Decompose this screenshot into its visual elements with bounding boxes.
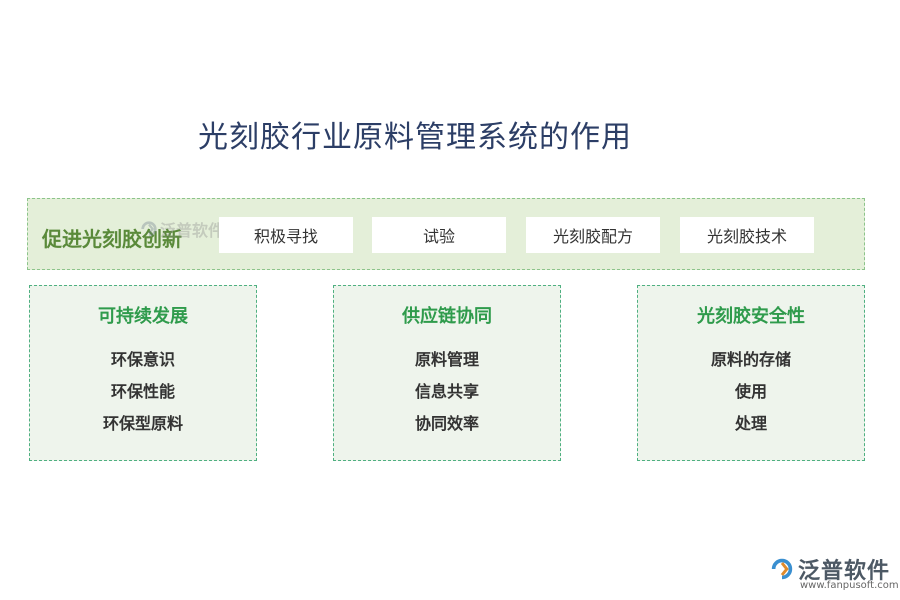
pill-3: 光刻胶技术: [680, 217, 814, 253]
card-title: 光刻胶安全性: [697, 306, 805, 327]
fanpu-logo-icon: [141, 221, 157, 237]
card-item: 原料的存储: [710, 350, 791, 369]
pill-2: 光刻胶配方: [526, 217, 660, 253]
brand-logo: 泛普软件: [770, 553, 890, 585]
card-item: 环保型原料: [102, 414, 183, 433]
watermark-text: 泛普软件: [160, 221, 225, 240]
pill-0: 积极寻找: [219, 217, 353, 253]
card-item: 协同效率: [414, 414, 479, 433]
card-supply-chain: 供应链协同 原料管理 信息共享 协同效率: [333, 285, 561, 461]
card-item: 原料管理: [414, 350, 479, 369]
card-item: 环保性能: [110, 382, 175, 401]
card-item: 使用: [734, 382, 767, 401]
diagram-title: 光刻胶行业原料管理系统的作用: [198, 120, 632, 155]
innovation-band: 促进光刻胶创新 泛普软件 积极寻找 试验 光刻胶配方 光刻胶技术: [27, 198, 865, 270]
watermark: 泛普软件: [140, 217, 224, 241]
card-sustainability: 可持续发展 环保意识 环保性能 环保型原料: [29, 285, 257, 461]
card-title: 可持续发展: [98, 306, 188, 327]
logo-url: www.fanpusoft.com: [800, 580, 899, 591]
card-title: 供应链协同: [402, 306, 492, 327]
band-title: 促进光刻胶创新: [42, 227, 182, 251]
card-item: 处理: [734, 414, 767, 433]
card-safety: 光刻胶安全性 原料的存储 使用 处理: [637, 285, 865, 461]
card-item: 环保意识: [110, 350, 175, 369]
pill-1: 试验: [372, 217, 506, 253]
logo-text: 泛普软件: [798, 559, 891, 584]
fanpu-logo-icon: [771, 558, 793, 580]
card-item: 信息共享: [414, 382, 479, 401]
